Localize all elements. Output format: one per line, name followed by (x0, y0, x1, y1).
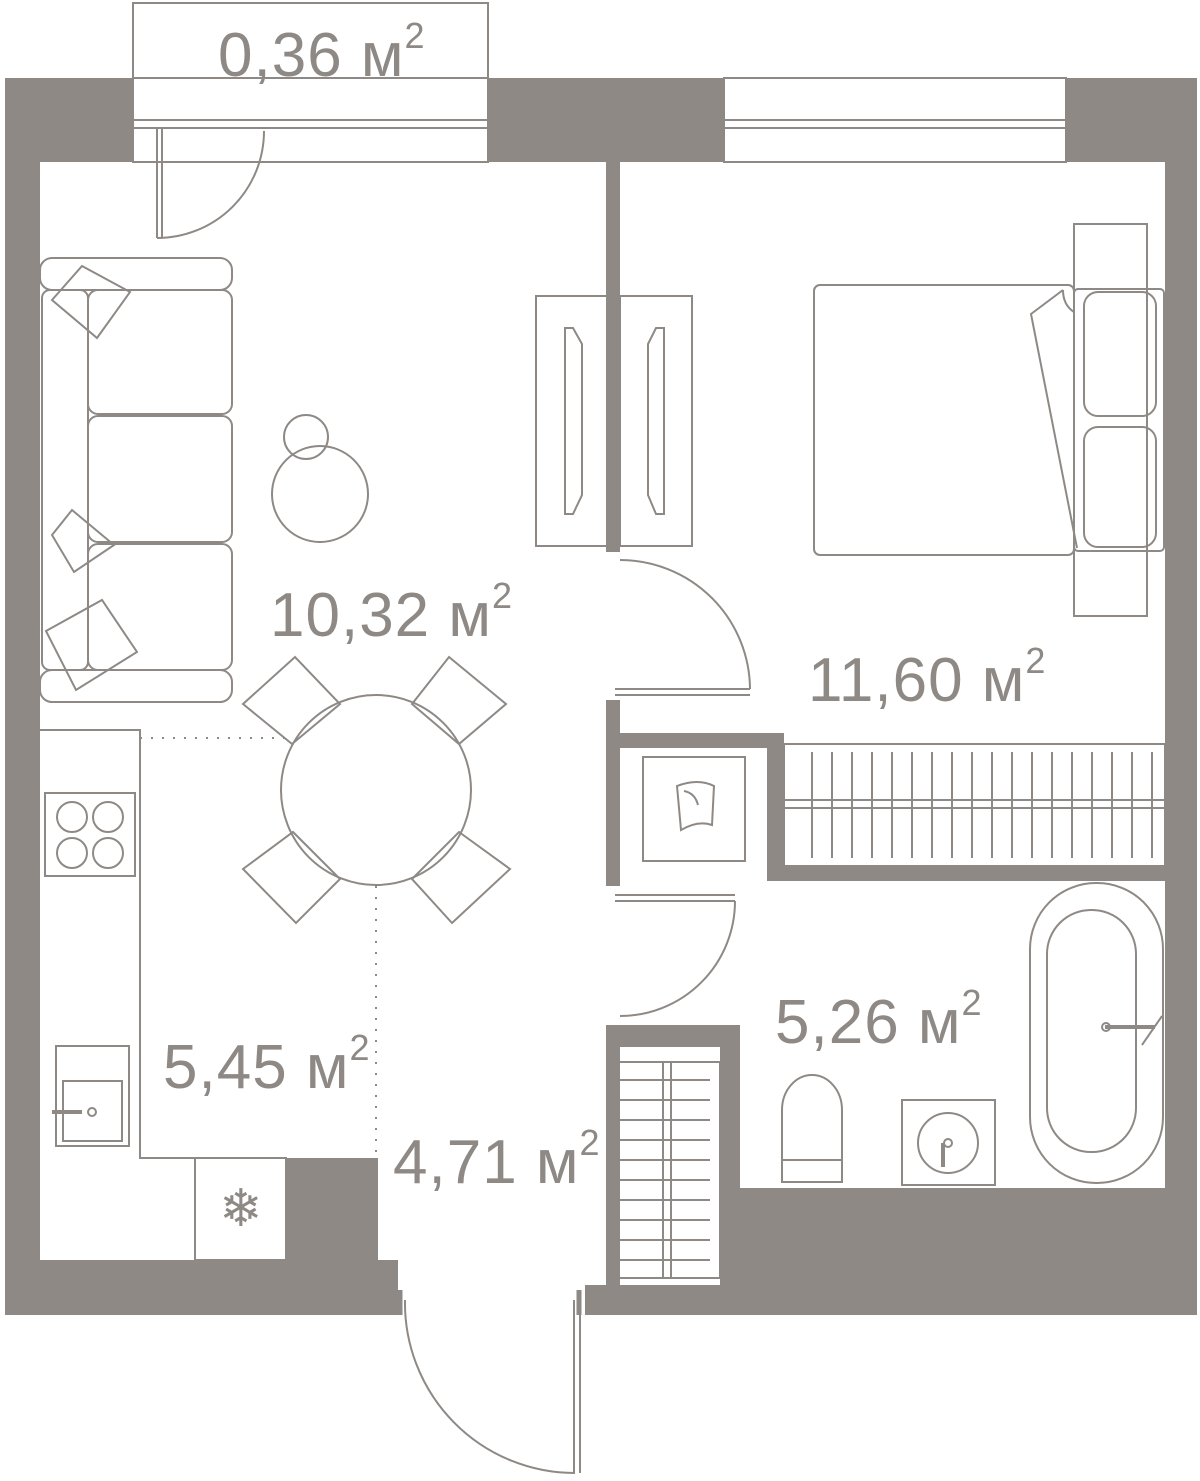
washing-machine (642, 756, 746, 862)
bathtub (1029, 882, 1164, 1184)
bathroom-area-exponent: 2 (961, 982, 983, 1023)
side-table-with-lamp (271, 414, 369, 543)
living-room-area-unit: м (448, 581, 493, 650)
bedroom-door (615, 559, 751, 696)
wardrobe-living (535, 295, 608, 547)
snowflake-icon: ❄ (219, 1179, 263, 1239)
bedroom-area-unit: м (981, 646, 1026, 715)
dining-table (241, 655, 512, 925)
kitchen-area-value: 5,45 (163, 1033, 288, 1102)
bedroom-area-value: 11,60 (808, 646, 964, 715)
bathroom-door (615, 894, 736, 1017)
balcony-door (156, 128, 265, 239)
refrigerator: ❄ (194, 1157, 287, 1261)
toilet (781, 1074, 843, 1183)
hallway-closet (607, 1061, 721, 1279)
kitchen-area-unit: м (305, 1033, 350, 1102)
balcony-area-label: 0,36 м2 (218, 18, 426, 87)
balcony-area-value: 0,36 (218, 21, 343, 90)
balcony-area-exponent: 2 (404, 15, 426, 56)
bathroom-area-unit: м (917, 988, 962, 1057)
bed (813, 223, 1165, 617)
hallway-area-value: 4,71 (393, 1128, 518, 1197)
wardrobe-bedroom (619, 295, 693, 547)
kitchen-sink (52, 1045, 130, 1147)
hallway-area-unit: м (535, 1128, 580, 1197)
living-room-area-exponent: 2 (492, 575, 514, 616)
bedroom-area-label: 11,60 м2 (808, 643, 1046, 712)
bedroom-area-exponent: 2 (1025, 640, 1047, 681)
hallway-area-label: 4,71 м2 (393, 1125, 601, 1194)
bathroom-area-value: 5,26 (775, 988, 900, 1057)
cooktop (44, 792, 136, 877)
window-left (132, 77, 489, 163)
balcony-area-unit: м (360, 21, 405, 90)
sofa (39, 257, 233, 703)
kitchen-area-exponent: 2 (349, 1027, 371, 1068)
walls (5, 78, 1197, 1315)
hallway-area-exponent: 2 (579, 1122, 601, 1163)
entrance-door (397, 1290, 582, 1474)
linework (39, 2, 1166, 1474)
bedroom-closet-rail (783, 743, 1166, 867)
living-room-area-label: 10,32 м2 (270, 578, 513, 647)
living-room-area-value: 10,32 (270, 581, 431, 650)
bathroom-area-label: 5,26 м2 (775, 985, 983, 1054)
kitchen-area-label: 5,45 м2 (163, 1030, 371, 1099)
window-right (723, 77, 1067, 163)
bathroom-sink (901, 1099, 996, 1186)
